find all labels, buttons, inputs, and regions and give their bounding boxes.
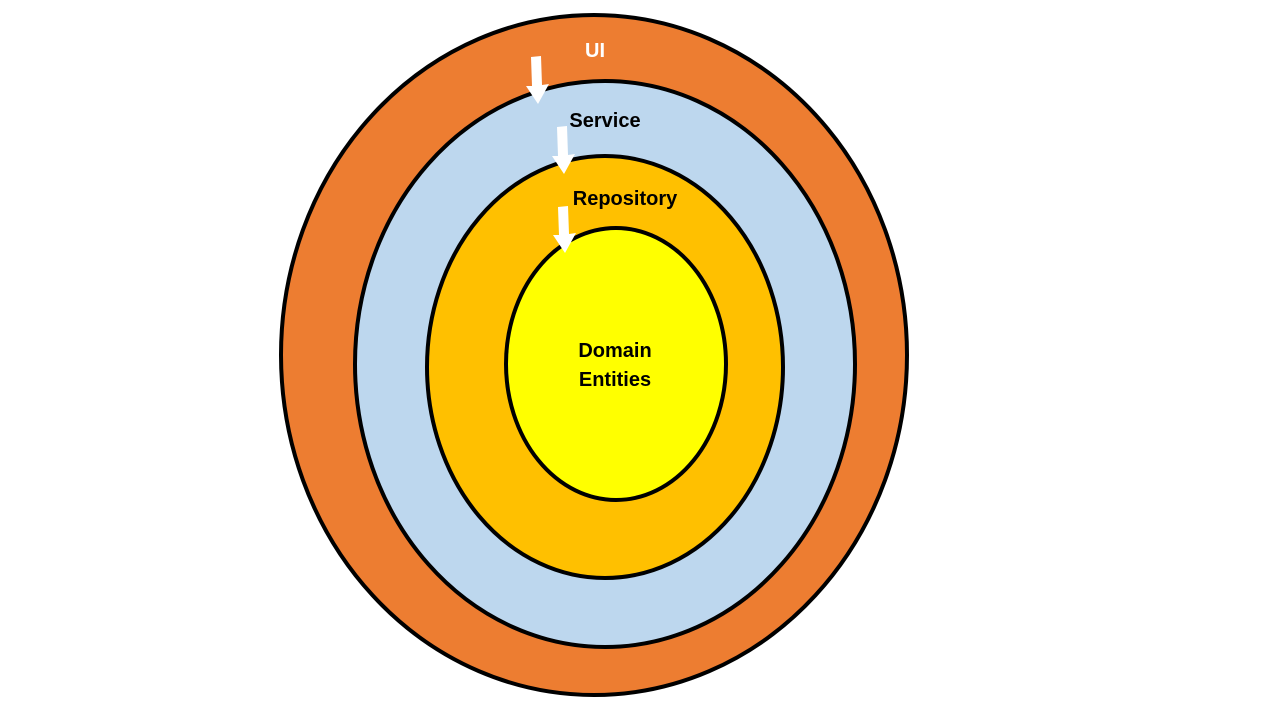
down-arrow-icon [526,56,549,104]
down-arrow-icon [553,206,576,253]
service-layer-label: Service [569,110,640,132]
domain-label-line2: Entities [579,369,651,391]
domain-label-line1: Domain [578,340,651,362]
repository-layer-label: Repository [573,188,678,210]
domain-entities-core [504,226,728,502]
ui-layer-label: UI [585,40,605,62]
down-arrow-icon [552,126,575,174]
